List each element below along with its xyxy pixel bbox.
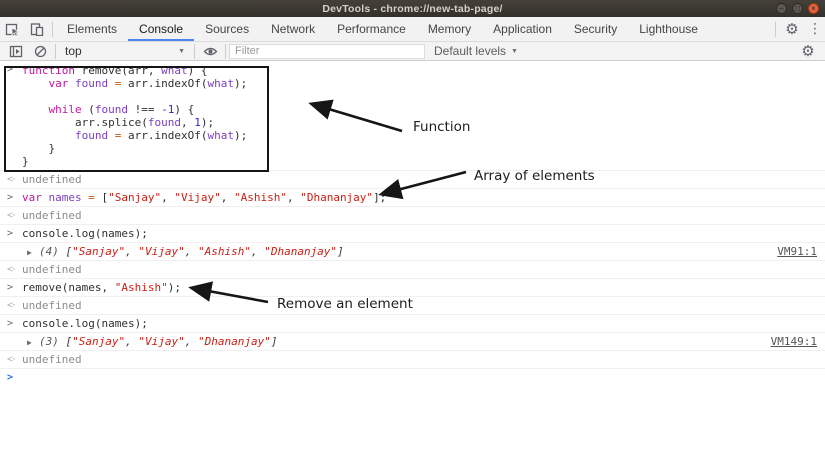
device-toolbar-toggle[interactable] xyxy=(25,17,49,41)
return-value: undefined xyxy=(22,263,82,276)
tab-application[interactable]: Application xyxy=(493,22,552,36)
console-entry: <· undefined xyxy=(0,351,825,369)
devtools-tab-bar: Elements Console Sources Network Performance… xyxy=(0,17,825,42)
tab-network[interactable]: Network xyxy=(271,22,316,36)
prompt-icon: > xyxy=(7,372,14,383)
divider xyxy=(52,21,53,37)
javascript-context-select[interactable]: top ▼ xyxy=(59,44,191,58)
chevron-down-icon: ▼ xyxy=(178,47,185,55)
console-entry: <· undefined xyxy=(0,261,825,279)
console-entry: <· undefined xyxy=(0,171,825,189)
prompt-icon: > xyxy=(7,282,14,293)
tab-security[interactable]: Security xyxy=(573,22,618,36)
more-options-button[interactable]: ⋮ xyxy=(805,17,825,41)
tab-elements[interactable]: Elements xyxy=(67,22,118,36)
tab-performance[interactable]: Performance xyxy=(337,22,406,36)
return-value-icon: <· xyxy=(7,300,17,311)
return-value: undefined xyxy=(22,299,82,312)
minimize-button[interactable]: – xyxy=(776,3,787,14)
log-levels-label: Default levels xyxy=(434,44,507,58)
console-entry: ▶(3) ["Sanjay", "Vijay", "Dhananjay"]VM1… xyxy=(0,333,825,351)
source-link[interactable]: VM149:1 xyxy=(770,335,817,348)
kebab-menu-icon: ⋮ xyxy=(808,21,822,37)
prompt-icon: > xyxy=(7,192,14,203)
tab-memory[interactable]: Memory xyxy=(427,22,472,36)
device-toolbar-icon xyxy=(30,23,44,36)
console-sidebar-icon xyxy=(9,45,23,57)
tab-sources[interactable]: Sources xyxy=(205,22,250,36)
console-sidebar-toggle[interactable] xyxy=(4,45,28,58)
return-value-icon: <· xyxy=(7,354,17,365)
console-entry: >remove(names, "Ashish"); xyxy=(0,279,825,297)
inspect-cursor-icon xyxy=(5,23,20,37)
console-log: >function remove(arr, what) { var found … xyxy=(0,61,825,387)
console-entry: >console.log(names); xyxy=(0,315,825,333)
settings-button[interactable]: ⚙ xyxy=(779,17,805,41)
maximize-button[interactable]: □ xyxy=(792,3,803,14)
clear-console-button[interactable] xyxy=(28,45,52,58)
return-value-icon: <· xyxy=(7,264,17,275)
return-value: undefined xyxy=(22,353,82,366)
eye-icon xyxy=(203,47,217,55)
chevron-down-icon: ▼ xyxy=(511,47,518,55)
console-entry: > xyxy=(0,369,825,387)
source-link[interactable]: VM91:1 xyxy=(777,245,817,258)
prompt-icon: > xyxy=(7,228,14,239)
live-expression-button[interactable] xyxy=(198,46,222,57)
filter-input[interactable] xyxy=(229,43,425,59)
console-entry: >console.log(names); xyxy=(0,225,825,243)
divider xyxy=(225,43,226,59)
return-value: undefined xyxy=(22,173,82,186)
console-entry: <· undefined xyxy=(0,297,825,315)
divider xyxy=(55,43,56,59)
expand-triangle-icon[interactable]: ▶ xyxy=(27,338,32,347)
context-label: top xyxy=(65,44,82,58)
title-bar: DevTools - chrome://new-tab-page/ – □ × xyxy=(0,0,825,17)
console-toolbar: top ▼ Default levels ▼ ⚙ xyxy=(0,42,825,61)
gear-icon: ⚙ xyxy=(785,20,799,38)
close-button[interactable]: × xyxy=(808,3,819,14)
divider xyxy=(194,43,195,59)
window-controls: – □ × xyxy=(776,3,819,14)
prompt-icon: > xyxy=(7,64,14,75)
console-entry: >var names = ["Sanjay", "Vijay", "Ashish… xyxy=(0,189,825,207)
console-entry: >function remove(arr, what) { var found … xyxy=(0,61,825,171)
return-value-icon: <· xyxy=(7,210,17,221)
expand-triangle-icon[interactable]: ▶ xyxy=(27,248,32,257)
divider xyxy=(775,21,776,37)
inspect-element-button[interactable] xyxy=(0,17,25,41)
return-value: undefined xyxy=(22,209,82,222)
console-entry: ▶(4) ["Sanjay", "Vijay", "Ashish", "Dhan… xyxy=(0,243,825,261)
tab-console[interactable]: Console xyxy=(128,17,195,41)
prompt-icon: > xyxy=(7,318,14,329)
log-levels-dropdown[interactable]: Default levels ▼ xyxy=(434,44,518,58)
clear-icon xyxy=(34,45,46,57)
console-settings-button[interactable]: ⚙ xyxy=(795,42,821,60)
tab-strip: Elements Console Sources Network Performance… xyxy=(56,17,709,41)
window-title: DevTools - chrome://new-tab-page/ xyxy=(322,2,503,15)
tab-lighthouse[interactable]: Lighthouse xyxy=(639,22,698,36)
return-value-icon: <· xyxy=(7,174,17,185)
gear-icon: ⚙ xyxy=(801,42,815,60)
console-entry: <· undefined xyxy=(0,207,825,225)
